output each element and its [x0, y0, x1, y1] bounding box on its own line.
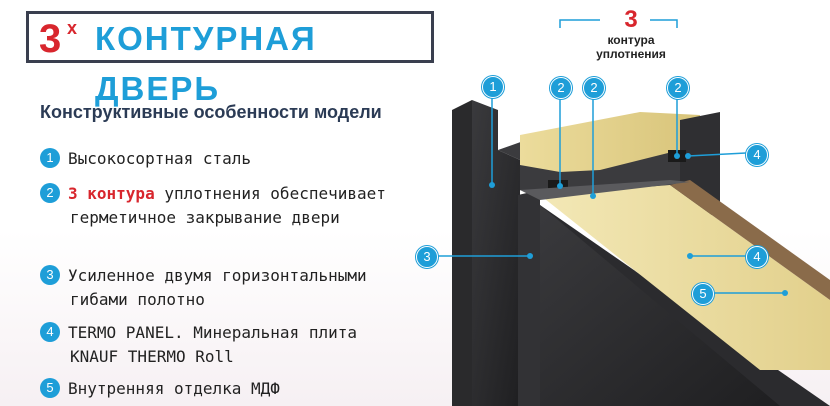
feature-item-3: 3 Усиленное двумя горизонтальными гибами …	[40, 264, 367, 312]
marker-3: 3	[416, 246, 438, 268]
frame-steel-post-side	[472, 100, 520, 406]
marker-5: 5	[692, 283, 714, 305]
feature-text-line2: KNAUF THERMO Roll	[70, 347, 234, 366]
feature-number-badge: 2	[40, 183, 60, 203]
door-leaf-face	[540, 205, 780, 406]
feature-text: TERMO PANEL. Минеральная плита	[68, 323, 357, 342]
section-subtitle: Конструктивные особенности модели	[40, 102, 382, 122]
feature-item-4: 4 TERMO PANEL. Минеральная плита KNAUF TH…	[40, 321, 357, 369]
feature-item-2: 2 3 контура уплотнения обеспечивает герме…	[40, 182, 386, 230]
door-leaf-steel	[518, 190, 540, 406]
feature-highlight: 3 контура	[68, 184, 155, 203]
feature-text: Высокосортная сталь	[68, 149, 252, 168]
title-number: 3	[39, 17, 62, 61]
feature-text-line2: гибами полотно	[70, 290, 205, 309]
contour-caption-line1: контура	[607, 33, 655, 47]
mdf-panel	[670, 180, 830, 300]
leader-dots	[489, 153, 788, 296]
marker-2: 2	[667, 77, 689, 99]
feature-text: Внутренняя отделка МДФ	[68, 379, 280, 398]
feature-text: Усиленное двумя горизонтальными	[68, 266, 367, 285]
marker-4: 4	[746, 144, 768, 166]
feature-item-1: 1 Высокосортная сталь	[40, 147, 251, 171]
title-text: КОНТУРНАЯ ДВЕРЬ	[95, 20, 317, 107]
frame-steel-post	[452, 100, 472, 406]
feature-number-badge: 3	[40, 265, 60, 285]
insulation-slab	[540, 185, 830, 370]
feature-number-badge: 1	[40, 148, 60, 168]
feature-text-line2: герметичное закрывание двери	[70, 208, 340, 227]
marker-4: 4	[746, 246, 768, 268]
contour-caption: контура уплотнения	[591, 33, 671, 61]
feature-number-badge: 4	[40, 322, 60, 342]
title-superscript: x	[67, 18, 78, 38]
title-banner: 3 x КОНТУРНАЯ ДВЕРЬ	[26, 11, 434, 107]
marker-2: 2	[550, 77, 572, 99]
feature-text: уплотнения обеспечивает	[154, 184, 386, 203]
marker-1: 1	[482, 76, 504, 98]
feature-item-5: 5 Внутренняя отделка МДФ	[40, 377, 280, 401]
door-leaf-top-edge	[520, 180, 690, 200]
contour-count-label: 3	[624, 6, 638, 33]
contour-caption-line2: уплотнения	[596, 47, 666, 61]
marker-2: 2	[583, 77, 605, 99]
leader-lines	[436, 19, 785, 294]
feature-number-badge: 5	[40, 378, 60, 398]
insulation-top	[520, 112, 700, 172]
